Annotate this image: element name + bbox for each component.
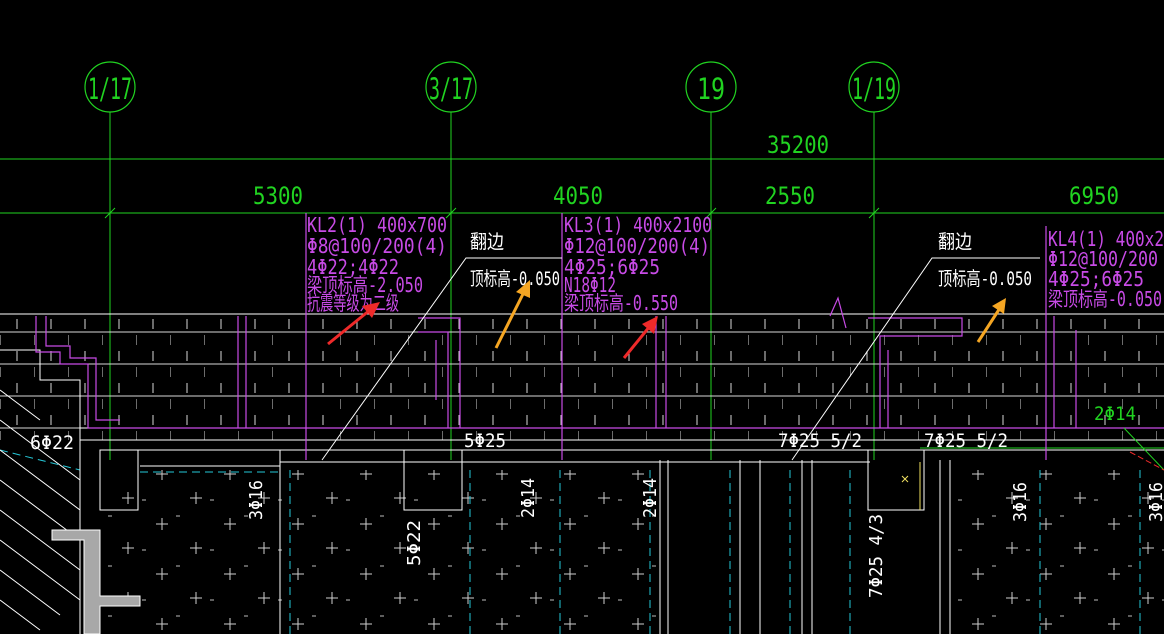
rebar-labels-vertical: 3Φ16 5Φ22 2Φ14 2Φ14 7Φ25 4/3 3Φ16 3Φ16 — [246, 478, 1164, 598]
kl3-line-5: 梁顶标高-0.550 — [564, 291, 678, 315]
label-5phi25: 5Φ25 — [464, 430, 506, 452]
label-2phi14-b: 2Φ14 — [640, 478, 661, 518]
dimension-overall: 35200 — [767, 131, 829, 159]
label-3phi16-c: 3Φ16 — [1146, 482, 1164, 522]
kl2-line-5: 抗震等级为二级 — [307, 291, 399, 315]
kl3-line-1: KL3(1) 400x2100 — [564, 213, 712, 237]
axis-bubble-3-17: 3/17 — [425, 61, 477, 113]
beam-annotation-kl4: KL4(1) 400x2 Φ12@100/200 4Φ25;6Φ25 梁顶标高-… — [1048, 227, 1164, 311]
dimension-segment-1: 5300 — [253, 182, 303, 210]
beam-annotation-kl3: KL3(1) 400x2100 Φ12@100/200(4) 4Φ25;6Φ25… — [564, 213, 712, 315]
kl2-line-4: 梁顶标高-2.050 — [307, 273, 423, 297]
note-left: 翻边 顶标高-0.050 — [321, 231, 562, 461]
kl4-line-1: KL4(1) 400x2 — [1048, 227, 1164, 251]
label-7phi25-vertical: 7Φ25 4/3 — [866, 514, 887, 598]
axis-label-19: 19 — [697, 72, 725, 106]
kl2-line-3: 4Φ22;4Φ22 — [307, 255, 399, 279]
label-2phi14-right: 2Φ14 — [1094, 403, 1136, 425]
arrow-red-1 — [327, 302, 380, 346]
kl3-line-4: N18Φ12 — [564, 273, 616, 297]
kl3-line-2: Φ12@100/200(4) — [564, 234, 710, 258]
note-right: 翻边 顶标高-0.050 — [791, 231, 1040, 461]
axis-grid — [0, 112, 1164, 460]
note-right-title: 翻边 — [938, 231, 972, 253]
note-left-elevation: 顶标高-0.050 — [470, 268, 560, 290]
label-2phi14-a: 2Φ14 — [518, 478, 539, 518]
kl4-line-4: 梁顶标高-0.050 — [1048, 287, 1162, 311]
label-7phi25-mid: 7Φ25 5/2 — [778, 430, 862, 452]
steel-section — [51, 529, 141, 634]
beam-annotation-kl2: KL2(1) 400x700 Φ8@100/200(4) 4Φ22;4Φ22 梁… — [307, 213, 447, 315]
dimension-segment-2: 4050 — [553, 182, 603, 210]
kl2-line-2: Φ8@100/200(4) — [307, 234, 447, 258]
axis-label-3-17: 3/17 — [429, 72, 473, 106]
arrow-orange-2 — [976, 298, 1006, 343]
kl2-line-1: KL2(1) 400x700 — [307, 213, 447, 237]
label-6phi22: 6Φ22 — [30, 432, 74, 454]
note-left-title: 翻边 — [470, 231, 504, 253]
wall-hatch-band — [0, 313, 1164, 467]
kl4-line-2: Φ12@100/200 — [1048, 247, 1158, 271]
axis-label-1-17: 1/17 — [88, 72, 132, 106]
arrow-red-2 — [622, 316, 658, 359]
axis-label-1-19: 1/19 — [852, 72, 896, 106]
foundation-hatch-area — [0, 349, 1164, 634]
beam-rebar-lines — [35, 213, 1164, 460]
column-marker — [901, 462, 921, 510]
kl3-line-3: 4Φ25;6Φ25 — [564, 255, 660, 279]
label-7phi25-right: 7Φ25 5/2 — [924, 430, 1008, 452]
axis-bubble-19: 19 — [685, 61, 737, 113]
axis-bubble-1-17: 1/17 — [84, 61, 136, 113]
arrow-orange-1 — [494, 280, 530, 349]
rebar-labels-horizontal: 6Φ22 5Φ25 7Φ25 5/2 7Φ25 5/2 2Φ14 — [30, 403, 1136, 454]
kl4-line-3: 4Φ25;6Φ25 — [1048, 267, 1144, 291]
dimension-segment-4: 6950 — [1069, 182, 1119, 210]
label-3phi16-a: 3Φ16 — [246, 480, 267, 520]
axis-bubble-1-19: 1/19 — [848, 61, 900, 113]
note-right-elevation: 顶标高-0.050 — [938, 268, 1032, 290]
dimension-segment-3: 2550 — [765, 182, 815, 210]
label-5phi22: 5Φ22 — [404, 520, 425, 566]
label-3phi16-b: 3Φ16 — [1010, 482, 1031, 522]
